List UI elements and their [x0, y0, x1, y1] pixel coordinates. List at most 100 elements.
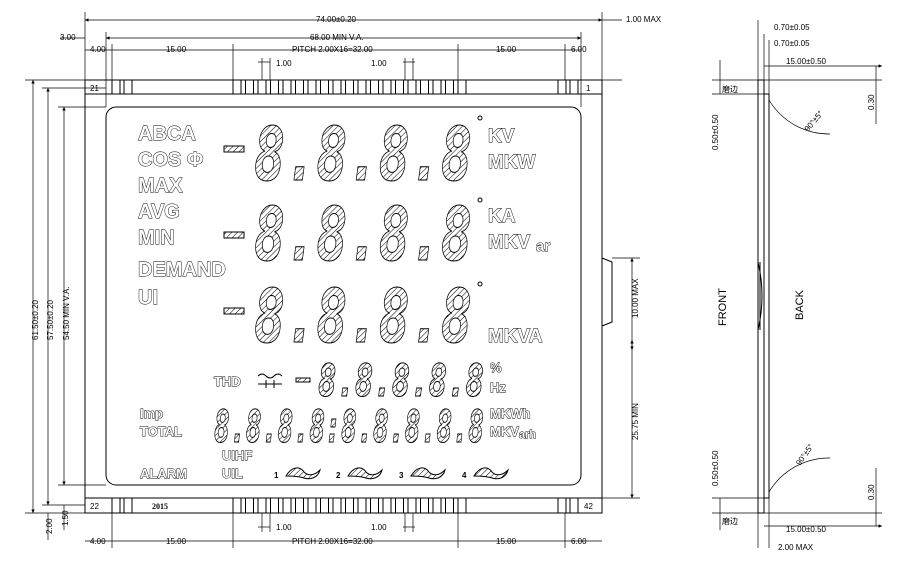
pin: [557, 497, 567, 514]
pin: [295, 79, 304, 95]
dim-h-54: 54.50 MIN V.A.: [62, 286, 71, 340]
dim-left-3: 3.00: [60, 33, 76, 42]
side-bot-15: 15.00±0.50: [786, 525, 827, 534]
unit-mkvar-sub: ar: [536, 238, 550, 255]
pin: [270, 79, 279, 95]
alarm-bells: [285, 467, 509, 480]
digits-row2: 8.8.8.8: [254, 192, 472, 278]
viewing-area: [105, 106, 582, 486]
pin: [357, 79, 367, 95]
side-top-15: 15.00±0.50: [786, 57, 827, 66]
unit-kv: KV: [488, 126, 515, 147]
alarm-num-2: 2: [336, 471, 341, 480]
pin: [257, 79, 267, 95]
connector-tab: [601, 257, 613, 327]
pin: [111, 79, 121, 95]
pin: [407, 79, 417, 95]
side-v-030-top: 0.30: [867, 94, 876, 110]
unit-mkvarh-sub: arh: [519, 429, 536, 441]
label-thd: THD: [214, 374, 241, 389]
digits-total: 8.8.8.8:8.8.8.8.8: [214, 402, 484, 453]
dimension-texts: 74.00±0.20 68.00 MIN V.A. 3.00 4.00 15.0…: [31, 15, 662, 546]
minus-row1: [223, 145, 245, 153]
ac-dc-symbol: [257, 373, 283, 388]
side-v-050-top: 0.50±0.50: [711, 114, 720, 150]
bottom-pins: [111, 497, 579, 514]
unit-mkvar: MKV: [488, 232, 531, 253]
dim-min-va-width: 68.00 MIN V.A.: [310, 33, 364, 42]
dim-left-15: 15.00: [166, 45, 187, 54]
dim-bot-one-a: 1.00: [276, 523, 292, 532]
label-ui: UI: [138, 287, 158, 309]
label-demand: DEMAND: [138, 259, 226, 281]
digits-thd: 8.8.8.8.8: [318, 356, 484, 407]
alarm-num-4: 4: [462, 471, 467, 480]
side-edge-bottom: 磨边: [722, 516, 738, 526]
pin: [395, 79, 404, 95]
dim-h-10: 10.00 MAX: [631, 278, 640, 318]
alarm-bell-icon: [473, 467, 509, 480]
label-avg: AVG: [138, 201, 180, 223]
minus-thd: [295, 377, 311, 383]
dim-right-15: 15.00: [496, 45, 517, 54]
pin: [395, 497, 404, 514]
side-top-070a: 0.70±0.05: [774, 23, 810, 32]
pin: [232, 497, 242, 514]
dim-bot-left-4: 4.00: [90, 537, 106, 546]
label-min: MIN: [138, 227, 175, 249]
side-view: [712, 20, 882, 548]
pin: [295, 497, 304, 514]
side-front: FRONT: [717, 288, 729, 326]
unit-mkvarh: MKV: [490, 424, 519, 439]
side-glass-front: [757, 79, 765, 514]
pin-22: 22: [90, 502, 99, 511]
front-view: [84, 79, 613, 514]
pin: [420, 497, 429, 514]
top-dimensions: [60, 12, 622, 107]
top-pins: [111, 79, 579, 95]
unit-hz: Hz: [490, 380, 506, 395]
dim-bot-one-b: 1.00: [371, 523, 387, 532]
side-connector-curve: [757, 261, 763, 331]
label-uihf: UIHF: [222, 448, 252, 463]
side-back: BACK: [794, 289, 806, 320]
unit-mkwh: MKWh: [490, 406, 530, 421]
pin: [569, 79, 579, 95]
pin-42: 42: [584, 502, 593, 511]
digits-row3: 8.8.8.8: [254, 274, 472, 360]
dim-one-b: 1.00: [371, 59, 387, 68]
alarm-bell-icon: [285, 467, 321, 480]
label-imp: Imp: [140, 406, 163, 421]
pin: [282, 79, 292, 95]
pin: [332, 79, 342, 95]
dim-bot-150: 1.50: [61, 510, 70, 526]
pin: [457, 79, 467, 95]
dim-one-a: 1.00: [276, 59, 292, 68]
deg-row3: [477, 281, 483, 287]
pin: [557, 79, 567, 95]
pin: [332, 497, 342, 514]
pin: [111, 497, 121, 514]
dim-left-4: 4.00: [90, 45, 106, 54]
pin: [320, 497, 329, 514]
alarm-num-1: 1: [274, 471, 279, 480]
pin: [245, 497, 254, 514]
pin: [270, 497, 279, 514]
label-alarm: ALARM: [140, 466, 187, 481]
pin: [407, 497, 417, 514]
dim-bot-left-15: 15.00: [166, 537, 187, 546]
pin: [382, 497, 392, 514]
top-pin-strip: [84, 79, 603, 95]
pin: [457, 497, 467, 514]
unit-pct: %: [490, 360, 502, 375]
pin: [245, 79, 254, 95]
dim-overall-height: 61.50±0.20: [31, 299, 40, 340]
deg-row1: [477, 115, 483, 121]
pin: [307, 79, 317, 95]
left-dimensions: [25, 79, 106, 540]
bottom-pin-strip: [84, 497, 603, 514]
label-total: TOTAL: [140, 424, 182, 439]
deg-row2: [477, 197, 483, 203]
bottom-dimensions: [85, 513, 602, 548]
